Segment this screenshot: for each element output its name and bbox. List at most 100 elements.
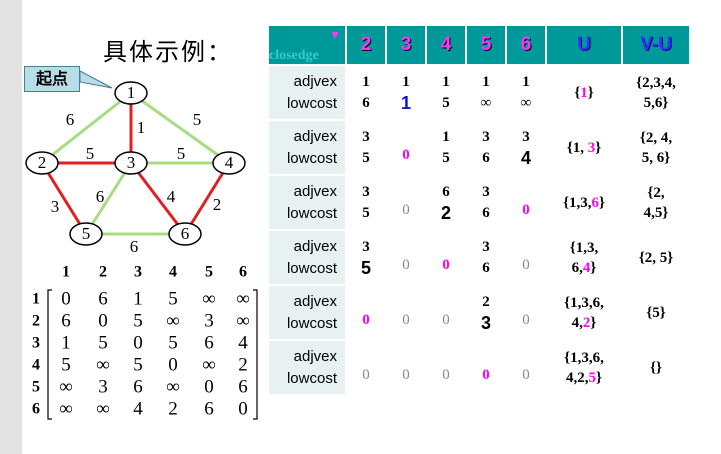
lowcost-value: 4 (520, 147, 531, 168)
set-u-cell: {1,3,6} (545, 174, 623, 231)
adjvex-label: adjvex (293, 237, 337, 255)
start-node-callout: 起点 (24, 66, 80, 92)
adjvex-value: 1 (482, 73, 490, 90)
matrix-row-label: 3 (32, 335, 40, 352)
matrix-cell: 2 (238, 354, 248, 375)
corner-triangle-icon: ▼ (329, 28, 341, 42)
adjvex-value: 3 (482, 238, 490, 255)
callout-pointer (79, 70, 113, 89)
slide-left-margin (0, 0, 22, 454)
table-corner-header: ▼ closedge (267, 24, 347, 66)
edge-1-4 (130, 91, 230, 165)
closedge-cell: 0 (345, 339, 387, 396)
closedge-cell: 0 (385, 229, 427, 286)
edge-weight-3-4: 5 (177, 144, 186, 163)
adjvex-value: 6 (442, 183, 450, 200)
header-vertex-3: 3 (385, 24, 427, 66)
matrix-cell: 2 (168, 398, 178, 419)
matrix-col-label: 5 (205, 264, 213, 281)
edge-weight-3-5: 6 (96, 187, 105, 206)
vertex-5 (69, 222, 103, 246)
set-u-text: {1,3,6, (564, 349, 604, 366)
adjvex-value: 3 (362, 238, 370, 255)
matrix-cell: 5 (98, 332, 108, 353)
set-v-minus-u-cell: {2,4,5} (621, 174, 691, 231)
edge-weight-1-3: 1 (137, 118, 146, 137)
lowcost-value: ∞ (480, 94, 492, 111)
matrix-row-label: 6 (32, 401, 40, 418)
vertex-label-1: 1 (127, 83, 136, 102)
lowcost-value: 2 (440, 202, 451, 223)
lowcost-value: 5 (442, 149, 450, 166)
matrix-cell: 6 (133, 376, 143, 397)
set-v-minus-u-text: 5,6} (643, 94, 669, 111)
matrix-cell: 6 (204, 332, 214, 353)
set-u-cell: {1} (545, 64, 623, 121)
set-v-minus-u-cell: {5} (621, 284, 691, 341)
matrix-cell: ∞ (166, 310, 180, 331)
adjvex-label: adjvex (293, 347, 337, 365)
lowcost-label: lowcost (286, 314, 337, 332)
adjvex-value: 1 (442, 73, 450, 90)
closedge-cell: 0 (505, 339, 547, 396)
adjvex-label: adjvex (293, 127, 337, 145)
set-u-new-vertex: 4 (582, 259, 591, 276)
edge-weight-5-6: 6 (130, 237, 139, 256)
set-u-new-vertex: 5 (588, 369, 597, 386)
lowcost-value: 0 (522, 257, 530, 273)
closedge-cell: 0 (345, 284, 387, 341)
adjvex-value: 3 (362, 183, 370, 200)
lowcost-value: 5 (362, 204, 370, 221)
lowcost-value: 0 (442, 367, 450, 383)
lowcost-value: 0 (362, 312, 370, 328)
closedge-cell: 0 (385, 339, 427, 396)
edge-weight-2-5: 3 (51, 197, 60, 216)
edge-weight-4-6: 2 (213, 195, 222, 214)
closedge-cell: 0 (505, 284, 547, 341)
edge-weight-3-6: 4 (167, 187, 176, 206)
adjvex-value: 1 (522, 73, 530, 90)
matrix-cell: 5 (168, 332, 178, 353)
matrix-row-label: 1 (32, 291, 40, 308)
set-u-cell: {1,3,6,4,2,5} (545, 339, 623, 396)
matrix-cell: 5 (133, 354, 143, 375)
matrix-cell: 3 (98, 376, 108, 397)
lowcost-value: 0 (402, 257, 410, 273)
matrix-cell: 5 (168, 288, 178, 309)
lowcost-value: 0 (402, 312, 410, 328)
adjvex-value: 1 (362, 73, 370, 90)
set-v-minus-u-text: {2, 4, (639, 129, 673, 146)
set-u-cell: {1, 3} (545, 119, 623, 176)
lowcost-value: 0 (522, 202, 530, 218)
set-v-minus-u-cell: {2, 4, 5, 6} (621, 119, 691, 176)
edge-1-2 (41, 91, 132, 165)
set-u-text: {1,3, (569, 239, 599, 256)
edge-2-5 (40, 162, 88, 235)
lowcost-value: 0 (362, 367, 370, 383)
vertex-label-2: 2 (38, 153, 47, 172)
closedge-cell: 0 (425, 339, 467, 396)
set-u-text: {1,3,6, (564, 294, 604, 311)
closedge-label: closedge (269, 48, 319, 63)
lowcost-label: lowcost (286, 149, 337, 167)
header-set-v-minus-u: V-U (621, 24, 691, 66)
set-u-text: } (587, 84, 594, 101)
edge-weight-2-3: 5 (86, 144, 95, 163)
row-label: adjvex lowcost (267, 119, 347, 176)
set-v-minus-u-text: 5, 6} (641, 149, 671, 166)
header-vertex-5: 5 (465, 24, 507, 66)
